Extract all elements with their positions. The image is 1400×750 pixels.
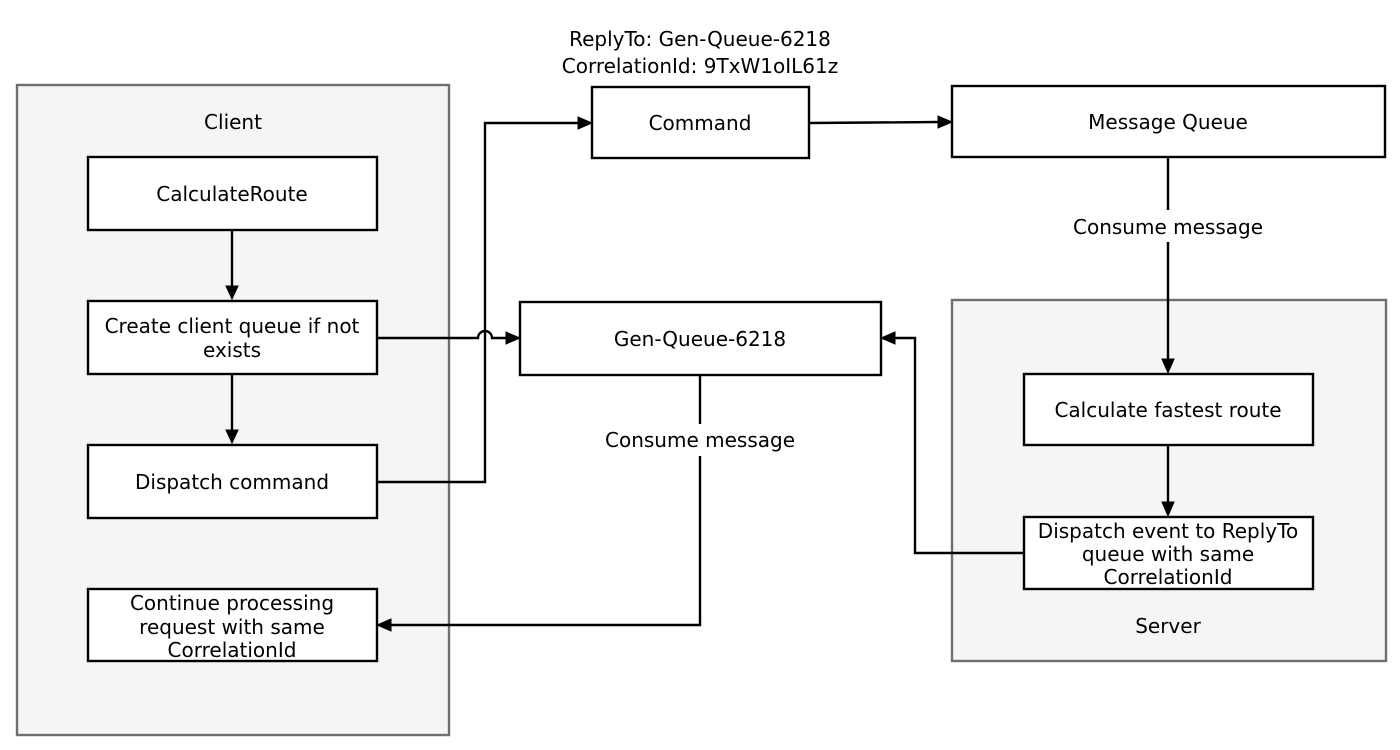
node-dispatch-event: Dispatch event to ReplyTo queue with sam… (1022, 515, 1315, 591)
edge-command-to-mq (808, 120, 941, 125)
node-create-client-queue: Create client queue if not exists (86, 299, 379, 376)
node-calculate-route: CalculateRoute (86, 155, 379, 232)
node-calculate-route-label: CalculateRoute (156, 182, 307, 206)
edge-dispatch-to-command (377, 121, 580, 484)
node-calculate-fastest-route-label: Calculate fastest route (1054, 398, 1281, 422)
arrowhead (225, 429, 239, 445)
node-create-client-queue-line2: exists (203, 338, 261, 362)
node-gen-queue-label: Gen-Queue-6218 (614, 327, 786, 351)
node-dispatch-event-line3: CorrelationId (1104, 565, 1233, 589)
client-container-label: Client (204, 110, 262, 134)
arrowhead (225, 285, 239, 301)
edge-label-bg (1070, 210, 1266, 242)
consume-message-label-gen: Consume message (605, 428, 795, 452)
node-dispatch-command-label: Dispatch command (135, 470, 329, 494)
arrowhead (1161, 358, 1175, 375)
node-continue-processing: Continue processing request with same Co… (86, 587, 379, 663)
node-command-label: Command (649, 111, 752, 135)
node-gen-queue: Gen-Queue-6218 (518, 300, 883, 377)
command-annotation: ReplyTo: Gen-Queue-6218 CorrelationId: 9… (562, 27, 838, 78)
server-container-label: Server (1135, 614, 1201, 638)
consume-message-label-mq: Consume message (1073, 215, 1263, 239)
edge-genqueue-to-continue (389, 375, 702, 627)
arrowhead (505, 331, 522, 345)
node-dispatch-event-line1: Dispatch event to ReplyTo (1038, 519, 1298, 543)
reply-to-annotation: ReplyTo: Gen-Queue-6218 (569, 27, 831, 51)
edges: Consume message Consume message (225, 115, 1266, 632)
node-continue-processing-line3: CorrelationId (168, 638, 297, 662)
edge-dispatch-event-to-genqueue (893, 336, 1024, 555)
node-continue-processing-line1: Continue processing (130, 591, 334, 615)
arrowhead (1161, 501, 1175, 518)
arrowhead (879, 331, 896, 345)
arrowhead (937, 115, 954, 129)
arrowhead (577, 116, 594, 130)
node-message-queue: Message Queue (950, 84, 1387, 159)
node-dispatch-event-line2: queue with same (1082, 542, 1254, 566)
correlation-id-annotation: CorrelationId: 9TxW1oIL61z (562, 54, 838, 78)
node-command: Command (590, 85, 811, 160)
node-create-client-queue-line1: Create client queue if not (105, 314, 360, 338)
node-dispatch-command: Dispatch command (86, 443, 379, 520)
node-calculate-fastest-route: Calculate fastest route (1022, 372, 1315, 447)
arrowhead (375, 618, 392, 632)
edge-label-bg (602, 424, 798, 456)
node-message-queue-label: Message Queue (1088, 110, 1248, 134)
node-continue-processing-line2: request with same (139, 615, 325, 639)
